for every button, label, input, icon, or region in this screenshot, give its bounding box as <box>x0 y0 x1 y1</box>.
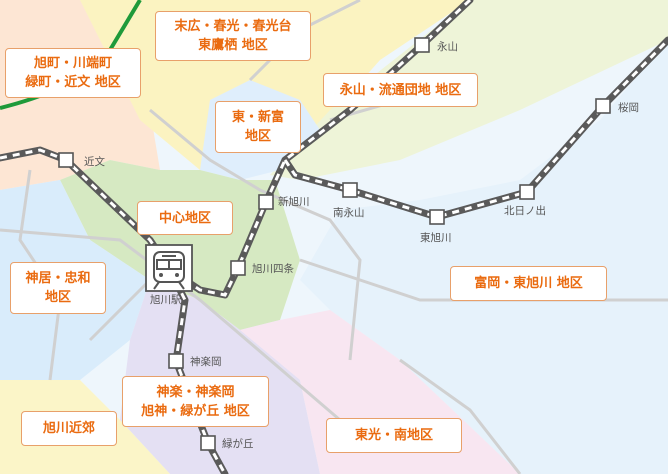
area-label-kagura[interactable]: 神楽・神楽岡 旭神・緑が丘 地区 <box>122 376 269 427</box>
station-marker-higashi-asahikawa[interactable] <box>429 209 445 225</box>
station-marker-sakuraoka[interactable] <box>595 98 611 114</box>
area-label-kamui[interactable]: 神居・忠和 地区 <box>10 262 106 314</box>
station-marker-minami-nagayama[interactable] <box>342 182 358 198</box>
station-name-midorigaoka: 緑が丘 <box>222 437 254 450</box>
area-label-asahimachi[interactable]: 旭町・川端町 緑町・近文 地区 <box>5 48 141 98</box>
station-name-minami-nagayama: 南永山 <box>333 206 365 219</box>
station-name-shin-asahikawa: 新旭川 <box>278 195 310 208</box>
station-marker-kaguraoka[interactable] <box>168 353 184 369</box>
area-label-nagayama[interactable]: 永山・流通団地 地区 <box>323 73 478 107</box>
station-name-chikabumi: 近文 <box>84 155 105 168</box>
station-name-higashi-asahikawa: 東旭川 <box>420 231 452 244</box>
station-marker-shin-asahikawa[interactable] <box>258 194 274 210</box>
station-marker-nagayama[interactable] <box>414 37 430 53</box>
station-name-asahikawa: 旭川駅 <box>150 294 182 306</box>
area-label-chushin[interactable]: 中心地区 <box>137 201 233 235</box>
station-name-sakuraoka: 桜岡 <box>618 101 639 114</box>
region-tomioka[interactable] <box>300 40 668 474</box>
area-label-suehiro[interactable]: 末広・春光・春光台 東鷹栖 地区 <box>155 11 311 61</box>
area-label-tomioka[interactable]: 富岡・東旭川 地区 <box>450 266 607 301</box>
area-label-higashi-shintomi[interactable]: 東・新富 地区 <box>215 101 301 153</box>
station-marker-kitahinode[interactable] <box>519 184 535 200</box>
area-label-toko[interactable]: 東光・南地区 <box>326 418 462 453</box>
station-marker-chikabumi[interactable] <box>58 152 74 168</box>
station-name-kaguraoka: 神楽岡 <box>190 355 222 368</box>
station-marker-asahikawa-yonjo[interactable] <box>230 260 246 276</box>
station-name-asahikawa-yonjo: 旭川四条 <box>252 262 294 275</box>
station-marker-midorigaoka[interactable] <box>200 435 216 451</box>
train-icon[interactable] <box>145 244 193 292</box>
area-label-asahikawa-kinko[interactable]: 旭川近郊 <box>21 411 117 446</box>
station-markers <box>58 37 611 451</box>
station-name-nagayama: 永山 <box>437 40 458 53</box>
station-name-kitahinode: 北日ノ出 <box>504 204 546 217</box>
